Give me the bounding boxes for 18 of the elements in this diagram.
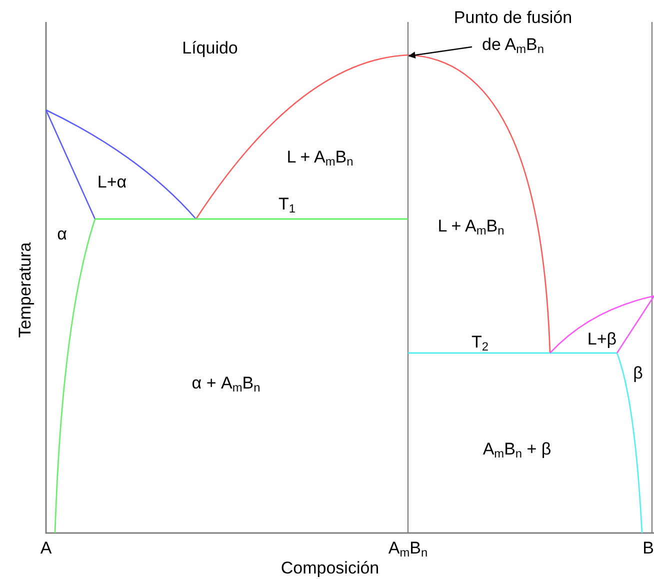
region-label: α + A$_{m}$B$_{n}$ [192, 374, 260, 392]
axis-label: B [642, 540, 654, 556]
region-label: T$_{2}$ [472, 334, 488, 350]
region-label: A$_{m}$B$_{n}$ + β [482, 440, 552, 458]
leader-arrow [408, 46, 472, 59]
region-label: L+α [97, 174, 127, 190]
region-label: α [57, 226, 67, 242]
callout-text: Punto de fusión de A$_{m}$B$_{n}$ [448, 4, 578, 58]
region-label: L + A$_{m}$B$_{n}$ [438, 218, 504, 234]
region-label: L + A$_{m}$B$_{n}$ [286, 148, 354, 166]
region-label: Líquido [182, 40, 238, 56]
region-label: β [633, 364, 643, 382]
axis-title: Composición [280, 560, 380, 576]
axis-title: Temperatura [16, 242, 34, 338]
axis-label: A [40, 540, 52, 556]
axis-label: A$_{m}$B$_{n}$ [388, 540, 428, 556]
region-label: L+β [587, 330, 617, 348]
region-label: T$_{1}$ [278, 196, 296, 212]
